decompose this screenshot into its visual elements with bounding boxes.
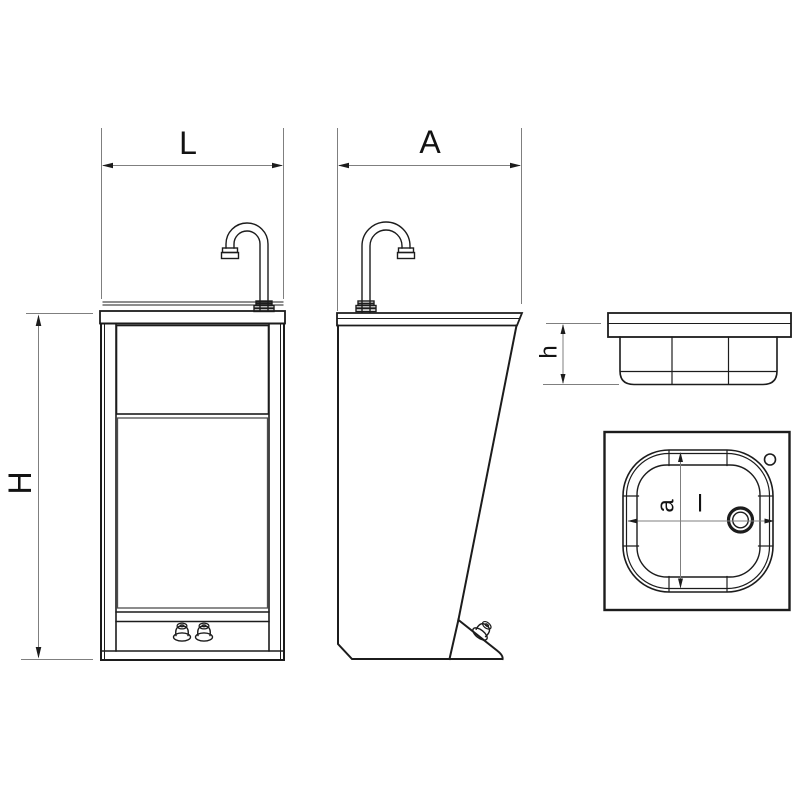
dim-label-a: a xyxy=(653,499,680,513)
arrow-left xyxy=(102,162,113,169)
bowl-profile-view xyxy=(607,312,792,386)
arrow-right xyxy=(764,518,775,524)
front-door-panel xyxy=(116,417,269,609)
arrow-right xyxy=(510,162,521,169)
dim-bowl-width-a: a xyxy=(653,452,683,589)
dim-label-l: l xyxy=(697,491,702,518)
arrow-left xyxy=(338,162,349,169)
front-upper-panel xyxy=(115,324,270,415)
side-pedal-wedge xyxy=(457,618,504,661)
side-body-slant xyxy=(457,324,518,621)
dim-depth-A: A xyxy=(337,124,522,311)
bowl-rim-band xyxy=(607,312,792,338)
dim-bowl-depth-h: h xyxy=(536,323,619,385)
arrow-up xyxy=(678,452,683,462)
arrow-down xyxy=(678,578,683,589)
arrow-down xyxy=(35,647,42,659)
front-view xyxy=(99,222,286,661)
side-view xyxy=(336,221,524,661)
faucet-front xyxy=(220,222,275,313)
bowl-body xyxy=(619,336,778,386)
dim-label-L: L xyxy=(179,125,197,161)
arrow-up xyxy=(35,314,42,326)
dim-label-H: H xyxy=(2,471,38,494)
arrow-right xyxy=(272,162,283,169)
dim-width-L: L xyxy=(101,125,284,299)
drain-hole xyxy=(726,506,755,534)
arrow-down xyxy=(560,374,566,384)
front-cabinet xyxy=(100,322,285,661)
side-body-front-edge xyxy=(337,324,504,660)
rim-ticks xyxy=(622,449,774,593)
tap-hole xyxy=(763,453,777,466)
dim-label-A: A xyxy=(419,124,441,160)
arrow-left xyxy=(627,518,638,524)
dim-height-H: H xyxy=(2,313,93,660)
dim-label-h: h xyxy=(536,345,563,358)
dim-bowl-length-l: l xyxy=(627,491,775,524)
arrow-up xyxy=(560,324,566,334)
top-view-frame xyxy=(603,430,791,612)
faucet-side xyxy=(355,221,416,313)
